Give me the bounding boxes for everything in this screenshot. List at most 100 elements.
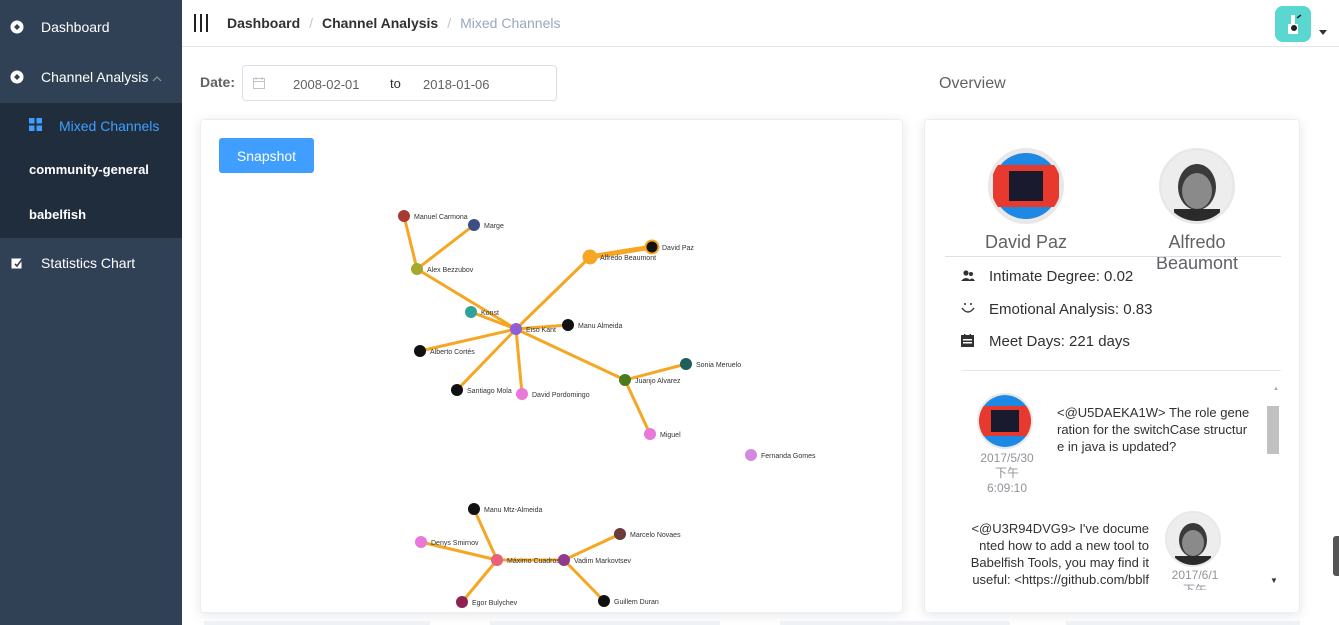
divider	[945, 256, 1281, 257]
graph-node-label: Manu Mtz-Almeida	[484, 507, 542, 514]
scroll-up-icon[interactable]: ▲	[1273, 386, 1279, 392]
graph-node-manumtz[interactable]	[468, 503, 480, 515]
caret-down-icon[interactable]	[1319, 30, 1327, 35]
meet-days-text: Meet Days: 221 days	[989, 332, 1130, 350]
breadcrumb-separator: /	[309, 15, 314, 31]
graph-node-label: Fernanda Gomes	[761, 453, 816, 460]
message-author-avatar	[977, 393, 1033, 449]
graph-node-label: Manu Almeida	[578, 323, 622, 330]
graph-node-juanjo[interactable]	[619, 374, 631, 386]
graph-edge	[420, 540, 498, 562]
graph-node-label: Manuel Carmona	[414, 214, 468, 221]
user-avatar[interactable]	[1275, 6, 1311, 42]
person-b[interactable]: Alfredo Beaumont	[1132, 148, 1262, 274]
graph-node-manualmeida[interactable]	[562, 319, 574, 331]
graph-edge	[472, 508, 499, 561]
overview-card: David Paz Alfredo Beaumont Intimate Degr…	[924, 119, 1300, 613]
graph-edge	[470, 310, 517, 331]
graph-node-denys[interactable]	[415, 536, 427, 548]
sidebar-item-label: Channel Analysis	[41, 69, 149, 85]
emotional-analysis-text: Emotional Analysis: 0.83	[989, 300, 1153, 318]
graph-node-alfredo[interactable]	[582, 249, 598, 265]
breadcrumb-dashboard[interactable]: Dashboard	[227, 15, 301, 31]
calendar-icon	[961, 334, 975, 348]
edit-icon	[10, 256, 24, 270]
graph-edge	[402, 215, 419, 270]
graph-node-alex[interactable]	[411, 263, 423, 275]
graph-edge	[515, 323, 569, 331]
graph-node-label: David Pordomingo	[532, 392, 590, 399]
person-a[interactable]: David Paz	[961, 148, 1091, 253]
sidebar-item-label: Statistics Chart	[41, 255, 136, 271]
message-text: <@U3R94DVG9> I've docume nted how to add…	[970, 521, 1149, 587]
graph-node-label: Eiso Kant	[526, 327, 556, 334]
graph-node-label: David Paz	[662, 245, 694, 252]
sidebar-item-label: Dashboard	[41, 19, 110, 35]
scroll-down-icon[interactable]: ▼	[1270, 576, 1278, 585]
graph-node-vadim[interactable]	[558, 554, 570, 566]
graph-node-marcelo[interactable]	[614, 528, 626, 540]
hamburger-icon[interactable]	[194, 14, 208, 32]
breadcrumb-channel-analysis[interactable]: Channel Analysis	[322, 15, 439, 31]
graph-node-fernanda[interactable]	[745, 449, 757, 461]
graph-node-davidpaz[interactable]	[644, 239, 660, 255]
graph-node-miguel[interactable]	[644, 428, 656, 440]
graph-node-konst[interactable]	[465, 306, 477, 318]
sidebar-item-community-general[interactable]: community-general	[0, 147, 182, 192]
graph-node-eiso[interactable]	[510, 323, 522, 335]
person-b-avatar	[1159, 148, 1235, 224]
overview-title: Overview	[939, 75, 1006, 92]
date-range-picker[interactable]: 2008-02-01 to 2018-01-06	[242, 65, 557, 101]
graph-node-egor[interactable]	[456, 596, 468, 608]
sidebar-item-mixed-channels[interactable]: Mixed Channels	[0, 103, 182, 148]
graph-node-guillem[interactable]	[598, 595, 610, 607]
date-range-separator: to	[390, 76, 401, 91]
graph-node-label: Alfredo Beaumont	[600, 255, 656, 262]
graph-node-label: Marge	[484, 223, 504, 230]
graph-edge	[514, 328, 524, 395]
graph-edge	[563, 532, 621, 562]
graph-node-label: Alberto Cortés	[430, 349, 475, 356]
snapshot-button[interactable]: Snapshot	[219, 138, 314, 173]
end-date-input[interactable]: 2018-01-06	[423, 77, 490, 92]
graph-node-santiago[interactable]	[451, 384, 463, 396]
message-list[interactable]: <@U5DAEKA1W> The role gene ration for th…	[961, 384, 1281, 590]
sidebar-item-dashboard[interactable]: Dashboard	[0, 2, 182, 52]
side-handle[interactable]	[1333, 536, 1339, 576]
sidebar-item-channel-analysis[interactable]: Channel Analysis	[0, 52, 182, 102]
message-timestamp: 2017/5/30 下午 6:09:10	[980, 451, 1034, 495]
scrollbar-thumb[interactable]	[1267, 406, 1279, 454]
graph-edge	[416, 267, 517, 331]
graph-node-label: Alex Bezzubov	[427, 267, 474, 274]
graph-node-sonia[interactable]	[680, 358, 692, 370]
graph-node-marge[interactable]	[468, 219, 480, 231]
graph-node-davidpordomingo[interactable]	[516, 388, 528, 400]
sidebar-item-label: Mixed Channels	[59, 117, 160, 134]
intimate-degree-text: Intimate Degree: 0.02	[989, 267, 1134, 285]
graph-edge	[416, 223, 475, 271]
person-b-name: Alfredo Beaumont	[1155, 232, 1239, 273]
graph-edge	[419, 327, 517, 353]
sidebar-item-babelfish[interactable]: babelfish	[0, 192, 182, 237]
start-date-input[interactable]: 2008-02-01	[293, 77, 360, 92]
people-icon	[961, 269, 975, 283]
breadcrumb-separator: /	[447, 15, 452, 31]
calendar-icon	[253, 76, 265, 94]
graph-node-manuel[interactable]	[398, 210, 410, 222]
graph-node-label: Vadim Markovtsev	[574, 558, 632, 565]
graph-edge	[589, 244, 653, 260]
sidebar-item-statistics-chart[interactable]: Statistics Chart	[0, 238, 182, 288]
graph-node-maximo[interactable]	[491, 554, 503, 566]
person-a-avatar	[988, 148, 1064, 224]
graph-edge	[562, 558, 606, 603]
date-label: Date:	[200, 74, 236, 90]
graph-node-alberto[interactable]	[414, 345, 426, 357]
message-author-avatar	[1165, 511, 1221, 567]
graph-node-label: Sonia Meruelo	[696, 362, 741, 369]
graph-node-label: Guillem Duran	[614, 599, 659, 606]
graph-node-label: Marcelo Novaes	[630, 532, 681, 539]
card-edge	[490, 621, 720, 625]
graph-edge	[460, 559, 499, 603]
